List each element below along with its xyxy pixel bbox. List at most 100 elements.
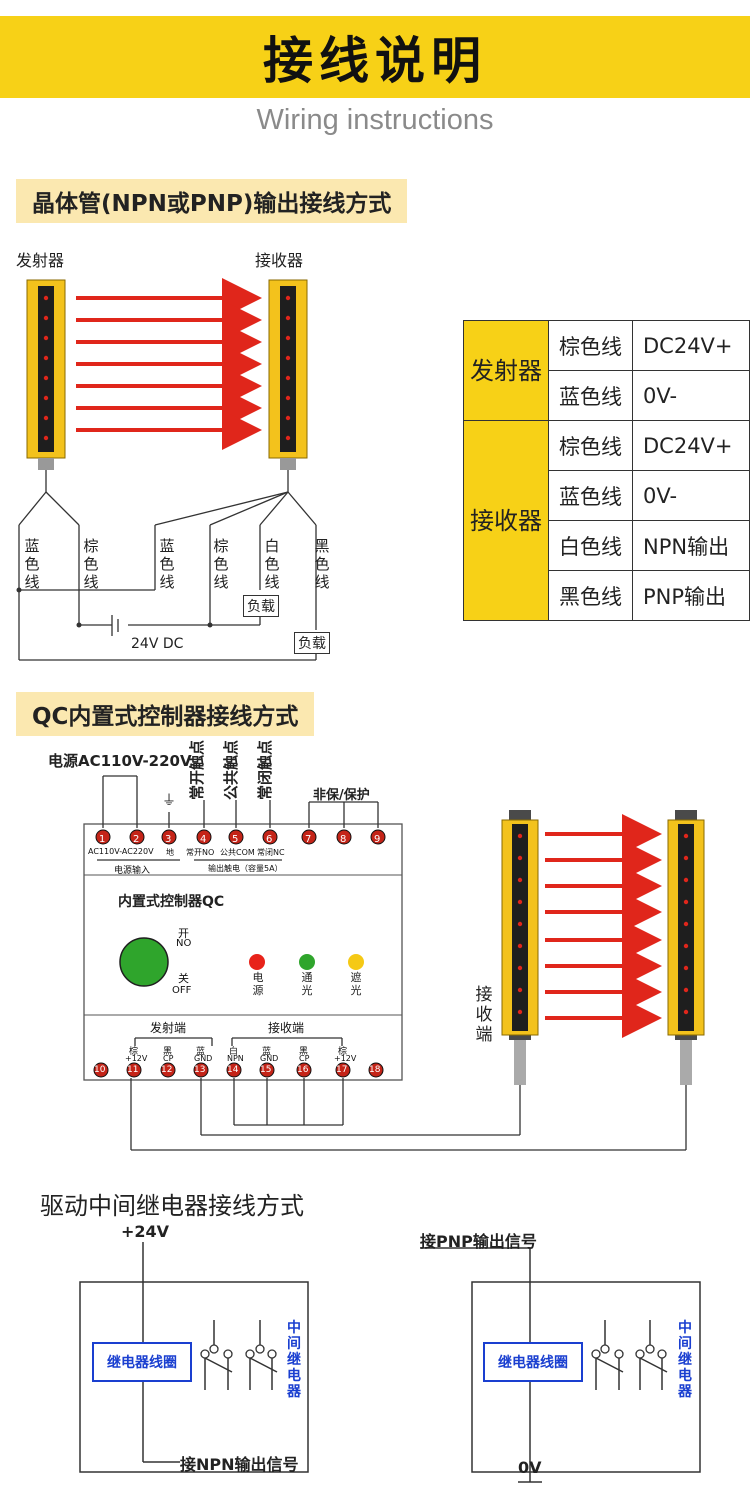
table-cell-value: DC24V+ <box>632 320 750 371</box>
terminal-number: 12 <box>161 1065 173 1075</box>
terminal-number: 15 <box>260 1065 272 1075</box>
emitter-light-curtain <box>26 279 66 470</box>
terminal-sublabel: 白 <box>229 1047 239 1057</box>
table-cell-wire: 棕色线 <box>548 320 633 371</box>
terminal-number: 13 <box>194 1065 206 1075</box>
relay-left-top-label: +24V <box>121 1222 170 1241</box>
supply-label: 24V DC <box>131 636 184 652</box>
relay-right-name: 中间继电器 <box>678 1320 692 1400</box>
page-subtitle: Wiring instructions <box>256 104 494 136</box>
receiver-label: 接收器 <box>255 251 304 270</box>
wire-label-receiver-brown: 棕色线 <box>213 537 229 591</box>
qc-light-beam-arrows <box>545 814 662 1038</box>
wire-label-emitter-brown: 棕色线 <box>83 537 99 591</box>
contact-com-label: 公共触点 <box>222 739 240 800</box>
relay-left-bottom-label: 接NPN输出信号 <box>180 1455 299 1474</box>
terminal-number: 3 <box>165 834 172 845</box>
terminal-number: 1 <box>99 834 106 845</box>
table-cell-value: 0V- <box>632 470 750 521</box>
terminal-number: 17 <box>336 1065 348 1075</box>
terminal-sublabel: 公共COM <box>220 848 255 857</box>
relay-left-name: 中间继电器 <box>287 1320 301 1400</box>
terminal-number: 2 <box>133 834 140 845</box>
wire-label-emitter-blue: 蓝色线 <box>24 537 40 591</box>
terminal-sublabel: 棕 <box>129 1047 139 1057</box>
section-heading-relay: 驱动中间继电器接线方式 <box>40 1192 304 1220</box>
wire-label-receiver-blue: 蓝色线 <box>159 537 175 591</box>
relay-left-coil: 继电器线圈 <box>92 1342 192 1382</box>
switch-off-label: 关 <box>178 972 189 985</box>
receiver-end-label: 接收端 <box>268 1021 305 1035</box>
terminal-number: 5 <box>232 834 239 845</box>
qc-controller-diagram <box>83 775 705 1151</box>
table-cell-wire: 棕色线 <box>548 420 633 471</box>
relay-wiring-diagrams <box>79 1242 701 1483</box>
terminal-sublabel: CP <box>299 1054 310 1063</box>
terminal-number: 8 <box>340 834 347 845</box>
page-title: 接线说明 <box>0 16 750 98</box>
section-heading-qc: QC内置式控制器接线方式 <box>16 692 315 736</box>
wiring-lines <box>18 470 317 661</box>
receiver-light-curtain <box>268 279 308 470</box>
wire-label-receiver-white: 白色线 <box>264 537 280 591</box>
table-cell-value: NPN输出 <box>632 520 750 571</box>
terminal-number: 7 <box>305 834 312 845</box>
power-input-label: 电源输入 <box>114 866 151 876</box>
terminal-sublabel: 黑 <box>299 1047 309 1057</box>
terminal-sublabel: 棕 <box>338 1047 348 1057</box>
lamp-blocked-label: 遮光 <box>350 971 362 997</box>
load-box-1: 负载 <box>243 595 279 617</box>
terminal-sublabel: 黑 <box>163 1047 173 1057</box>
section-heading-transistor: 晶体管(NPN或PNP)输出接线方式 <box>16 179 408 223</box>
wiring-table: 发射器 棕色线 DC24V+ 蓝色线 0V- 接收器 棕色线 DC24V+ 蓝色… <box>463 320 750 621</box>
terminal-sublabel: 常闭NC <box>257 848 285 857</box>
table-group-receiver: 接收器 <box>463 420 549 621</box>
lamp-power-label: 电源 <box>252 971 264 997</box>
switch-off-en: OFF <box>172 985 192 996</box>
switch-on-label: 开 <box>178 927 189 940</box>
receiver-side-label: 接收端 <box>475 985 493 1045</box>
terminal-number: 14 <box>227 1065 239 1075</box>
light-beam-arrows <box>76 278 262 450</box>
terminal-sublabel: +12V <box>125 1054 148 1063</box>
terminal-sublabel: 常开NO <box>186 848 215 857</box>
contact-nc-label: 常闭触点 <box>256 739 274 800</box>
protect-label: 非保/保护 <box>313 788 370 803</box>
power-source-label: 电源AC110V-220V <box>48 752 192 770</box>
terminal-sublabel: 地 <box>166 848 174 857</box>
table-cell-wire: 蓝色线 <box>548 370 633 421</box>
table-cell-value: 0V- <box>632 370 750 421</box>
terminal-number: 10 <box>94 1065 106 1075</box>
qc-receiver-light-curtain <box>667 810 705 1085</box>
terminal-sublabel: 蓝 <box>262 1047 272 1057</box>
terminal-sublabel: 蓝 <box>196 1047 206 1057</box>
table-cell-value: DC24V+ <box>632 420 750 471</box>
power-switch <box>119 937 169 987</box>
terminal-sublabel: NPN <box>227 1054 244 1063</box>
terminal-sublabel: CP <box>163 1054 174 1063</box>
terminal-sublabel: GND <box>194 1054 213 1063</box>
transistor-wiring-diagram <box>16 278 317 661</box>
terminal-sublabel: GND <box>260 1054 279 1063</box>
terminal-sublabel: +12V <box>334 1054 357 1063</box>
relay-right-coil: 继电器线圈 <box>483 1342 583 1382</box>
terminal-number: 16 <box>297 1065 309 1075</box>
terminal-number: 4 <box>200 834 207 845</box>
terminal-number: 11 <box>127 1065 139 1075</box>
table-cell-value: PNP输出 <box>632 570 750 621</box>
controller-name: 内置式控制器QC <box>118 894 225 910</box>
emitter-label: 发射器 <box>16 251 65 270</box>
emitter-end-label: 发射端 <box>150 1021 187 1035</box>
terminal-number: 6 <box>266 834 273 845</box>
terminal-number: 9 <box>374 834 381 845</box>
lamp-light-on-label: 通光 <box>301 971 313 997</box>
table-cell-wire: 黑色线 <box>548 570 633 621</box>
ground-icon: ⏚ <box>162 793 176 809</box>
wire-label-receiver-black: 黑色线 <box>314 537 330 591</box>
terminal-sublabel: AC110V-AC220V <box>88 847 154 856</box>
load-box-2: 负载 <box>294 632 330 654</box>
table-group-emitter: 发射器 <box>463 320 549 421</box>
terminal-number: 18 <box>369 1065 381 1075</box>
qc-emitter-light-curtain <box>501 810 539 1085</box>
relay-right-bottom-label: 0V <box>518 1458 542 1477</box>
